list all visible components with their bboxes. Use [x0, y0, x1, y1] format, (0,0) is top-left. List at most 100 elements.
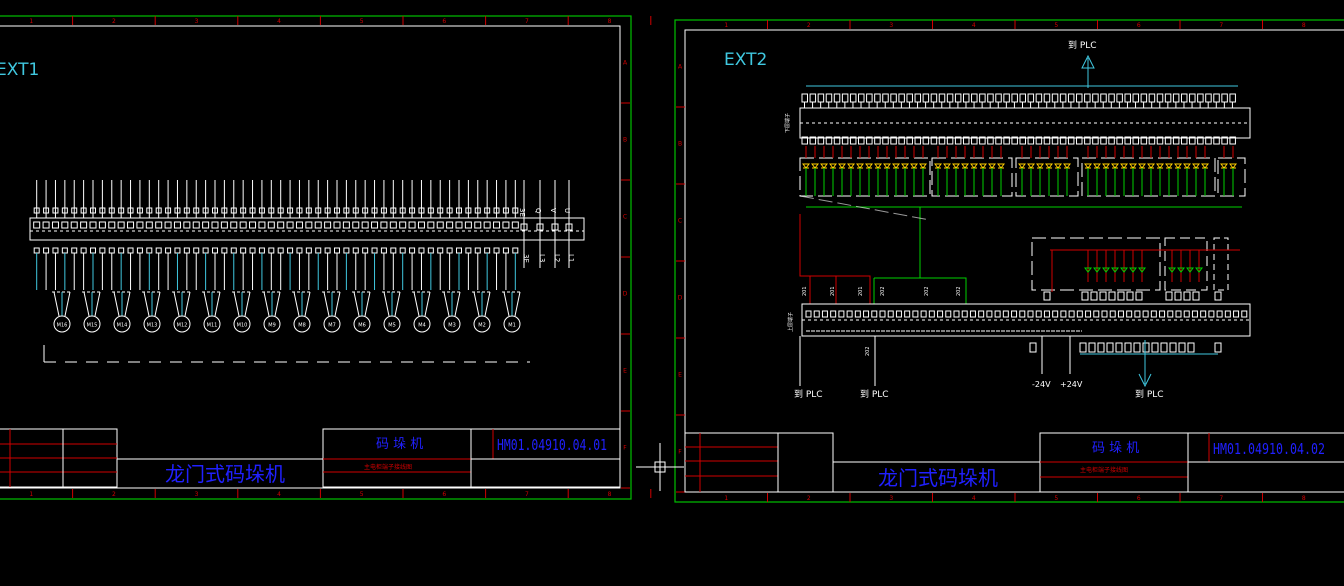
sheet1-term-top-1: 3E	[518, 208, 526, 217]
terminal-bottom	[174, 247, 181, 254]
terminal-bottom-row	[994, 310, 1001, 318]
terminal-bottom-row	[1224, 310, 1231, 318]
sheet2-wire-7: 202	[865, 346, 871, 356]
diode-icon	[820, 163, 828, 169]
sheet2-wire-3: 201	[858, 286, 864, 296]
terminal-bottom-row	[904, 310, 911, 318]
terminal-bottom	[399, 247, 406, 254]
sheet2-label: EXT2	[724, 50, 767, 70]
terminal-top	[1076, 93, 1083, 103]
sheet1-term-bot-3: L2	[553, 254, 561, 262]
sheet1-machine: 码 垛 机	[376, 437, 423, 452]
col-number-top-8: 8	[1302, 22, 1306, 29]
group-outline	[799, 195, 931, 221]
terminal-top	[1156, 93, 1164, 103]
terminal-bottom	[52, 247, 59, 254]
sheet2-volt-neg: -24V	[1032, 380, 1051, 389]
motor-lead	[113, 291, 120, 317]
sheet1-outer-frame	[0, 15, 632, 500]
relay-terminal	[1135, 291, 1143, 301]
output-terminal	[1169, 342, 1177, 353]
diode-icon	[883, 163, 891, 169]
motor-lead	[233, 291, 240, 317]
terminal-top	[277, 207, 284, 214]
terminal-top	[249, 207, 256, 214]
terminal-bottom-row	[1159, 310, 1166, 318]
terminal-bottom	[146, 247, 153, 254]
terminal-mid	[493, 221, 501, 229]
terminal-bottom-row	[945, 310, 952, 318]
terminal-bottom-row	[887, 310, 894, 318]
terminal-bottom	[456, 247, 462, 254]
terminal-top	[914, 93, 922, 103]
sheet1-term-bot-2: L3	[538, 254, 546, 262]
terminal-bottom-row	[953, 310, 960, 318]
sheet2-subtitle: 主电柜端子接线图	[1080, 466, 1128, 474]
terminal-bottom-row	[1233, 310, 1240, 318]
terminal-bottom-row	[821, 310, 828, 318]
terminal-bottom-row	[879, 310, 886, 318]
terminal-bottom	[108, 247, 115, 254]
terminal-bottom	[343, 247, 350, 254]
terminal-top	[174, 207, 181, 214]
terminal-bottom-row	[1060, 310, 1067, 318]
terminal-mid	[220, 221, 228, 229]
terminal-lower	[841, 136, 849, 145]
col-number-top-7: 7	[1219, 22, 1223, 29]
terminal-mid	[127, 221, 135, 229]
output-terminal	[1187, 342, 1195, 353]
terminal-top	[409, 207, 416, 214]
terminal-top	[1124, 93, 1131, 103]
terminal-top	[90, 207, 96, 214]
relay-group	[1081, 157, 1216, 197]
sheet2-wire-4: 202	[880, 286, 886, 296]
terminal-top	[1164, 93, 1172, 103]
row-letter-B: B	[623, 137, 627, 144]
terminal-mid	[436, 221, 444, 229]
terminal-top	[324, 207, 331, 214]
terminal-top	[954, 93, 962, 103]
col-number-bottom-4: 4	[277, 491, 281, 498]
terminal-lower	[971, 136, 978, 145]
terminal-lower	[1164, 136, 1172, 145]
terminal-lower	[930, 136, 938, 145]
sheet1-subtitle: 主电柜端子接线图	[364, 463, 412, 471]
motor-m7-icon	[323, 315, 341, 333]
terminal-bottom-row	[978, 310, 985, 318]
terminal-lower	[995, 136, 1002, 145]
sheet1-term-bot-4: L1	[567, 254, 575, 262]
terminal-lower	[1043, 136, 1051, 145]
motor-label-m6: M6	[358, 323, 366, 329]
diode-icon	[1027, 163, 1035, 169]
terminal-lower	[979, 136, 986, 145]
terminal-top	[858, 93, 865, 103]
motor-m16-icon	[53, 315, 71, 333]
terminal-lower	[817, 136, 825, 145]
terminal-bottom-row	[1093, 310, 1100, 318]
terminal-top	[930, 93, 938, 103]
motor-m13-icon	[143, 315, 161, 333]
feed-red-201	[799, 214, 871, 304]
terminal-lower	[866, 136, 873, 145]
terminal-lower	[1092, 136, 1099, 145]
terminal-lower	[914, 136, 922, 145]
terminal-mid	[267, 221, 275, 229]
diode-icon	[1045, 163, 1053, 169]
terminal-bottom-row	[912, 310, 919, 318]
terminal-top	[165, 207, 172, 214]
diode-icon	[1084, 267, 1092, 273]
terminal-bottom	[427, 247, 434, 254]
output-terminal	[1106, 342, 1114, 353]
output-terminal	[1151, 342, 1159, 353]
relay-terminal	[1174, 291, 1182, 301]
motor-lead	[394, 291, 401, 317]
terminal-bottom	[43, 247, 50, 254]
col-number-bottom-3: 3	[195, 491, 199, 498]
terminal-bottom	[305, 247, 312, 254]
relay-group	[931, 157, 1013, 197]
terminal-top	[202, 207, 209, 214]
sheet2-wire-5: 202	[924, 286, 930, 296]
